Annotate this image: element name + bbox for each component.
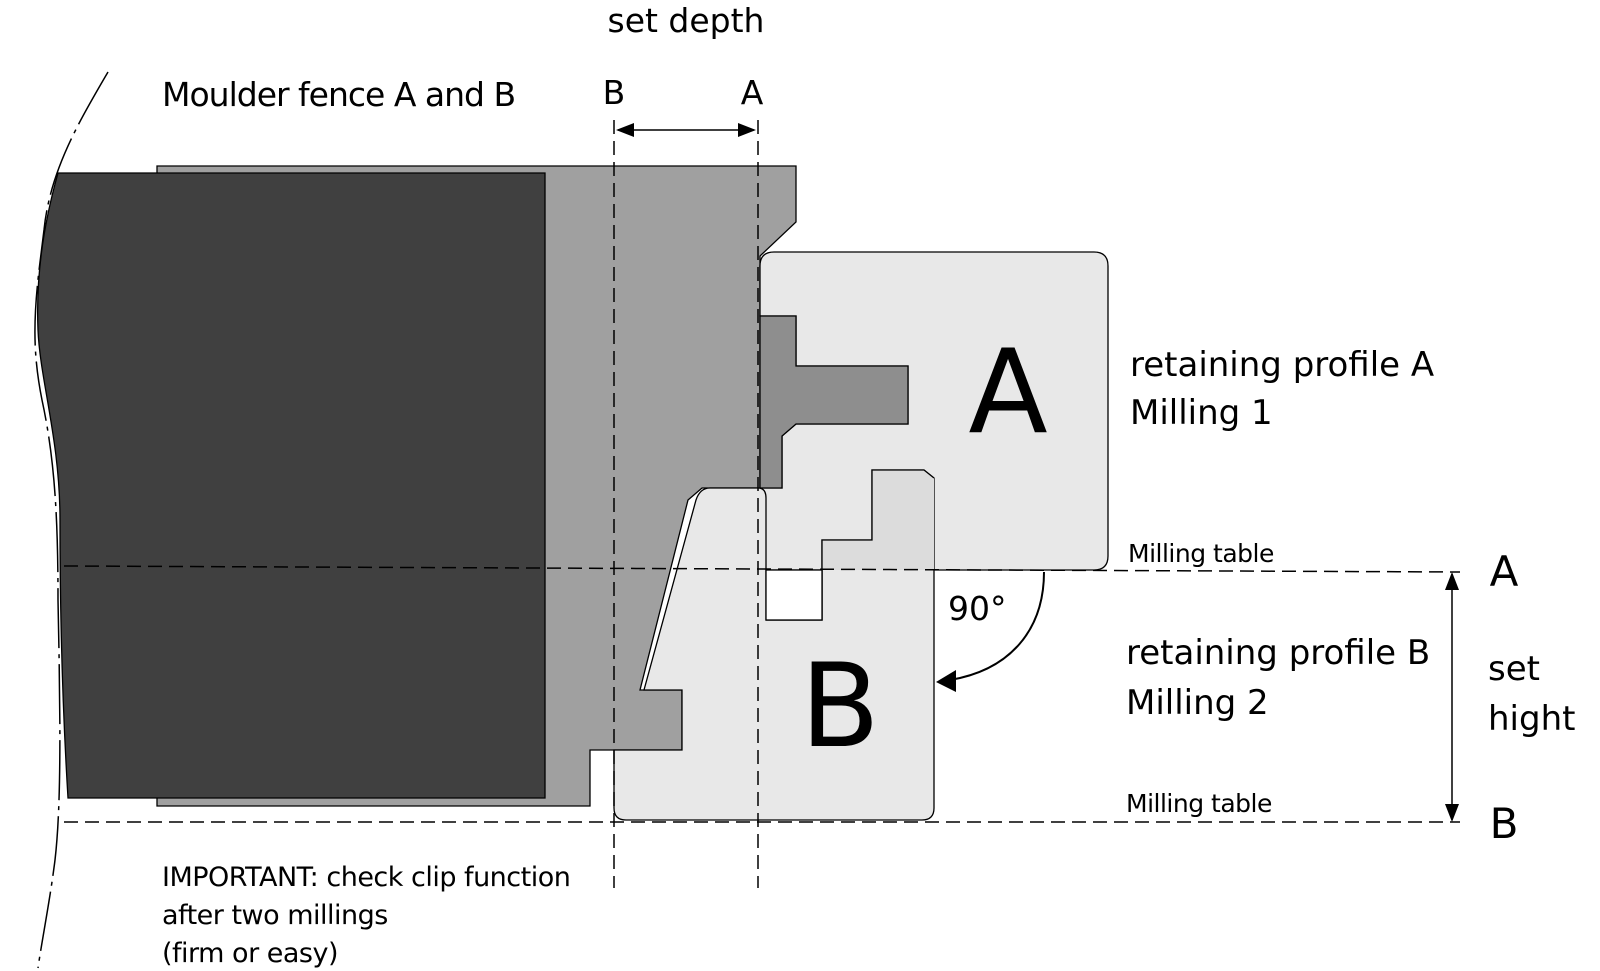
- profile-a-letter: A: [968, 325, 1047, 460]
- set-hight-label-line2: hight: [1488, 699, 1575, 739]
- depth-b-label: B: [603, 73, 626, 112]
- profile-b-label-line2: Milling 2: [1126, 683, 1269, 723]
- set-hight-label-line1: set: [1488, 649, 1540, 689]
- profile-a-label-line2: Milling 1: [1130, 393, 1273, 433]
- profile-b-label-line1: retaining profile B: [1126, 633, 1430, 673]
- angle-label: 90°: [948, 589, 1007, 628]
- hight-arrowhead-top: [1445, 572, 1459, 590]
- rotation-arrow: [949, 571, 1045, 681]
- break-line: [34, 71, 109, 969]
- fence-title: Moulder fence A and B: [162, 75, 515, 114]
- height-a-label: A: [1490, 547, 1519, 596]
- important-note-line2: after two millings: [162, 900, 388, 931]
- rotation-arrowhead: [936, 670, 956, 692]
- profile-b-step: [822, 470, 934, 620]
- profile-b-letter: B: [800, 639, 880, 774]
- fence-tongue: [759, 315, 909, 489]
- dark-block: [37, 172, 546, 799]
- table-line-a: [63, 565, 1461, 573]
- groove: [765, 569, 823, 621]
- height-b-label: B: [1490, 799, 1519, 848]
- set-depth-label: set depth: [608, 1, 765, 40]
- depth-arrowhead-right: [738, 123, 756, 137]
- milling-table-a-label: Milling table: [1128, 539, 1274, 568]
- profile-a-label-line1: retaining profile A: [1130, 345, 1434, 385]
- milling-table-b-label: Milling table: [1126, 789, 1272, 818]
- depth-arrowhead-left: [616, 123, 634, 137]
- important-note-line1: IMPORTANT: check clip function: [162, 862, 570, 893]
- important-note-line3: (firm or easy): [162, 938, 338, 969]
- depth-a-label: A: [741, 73, 764, 112]
- hight-arrowhead-bottom: [1445, 804, 1459, 822]
